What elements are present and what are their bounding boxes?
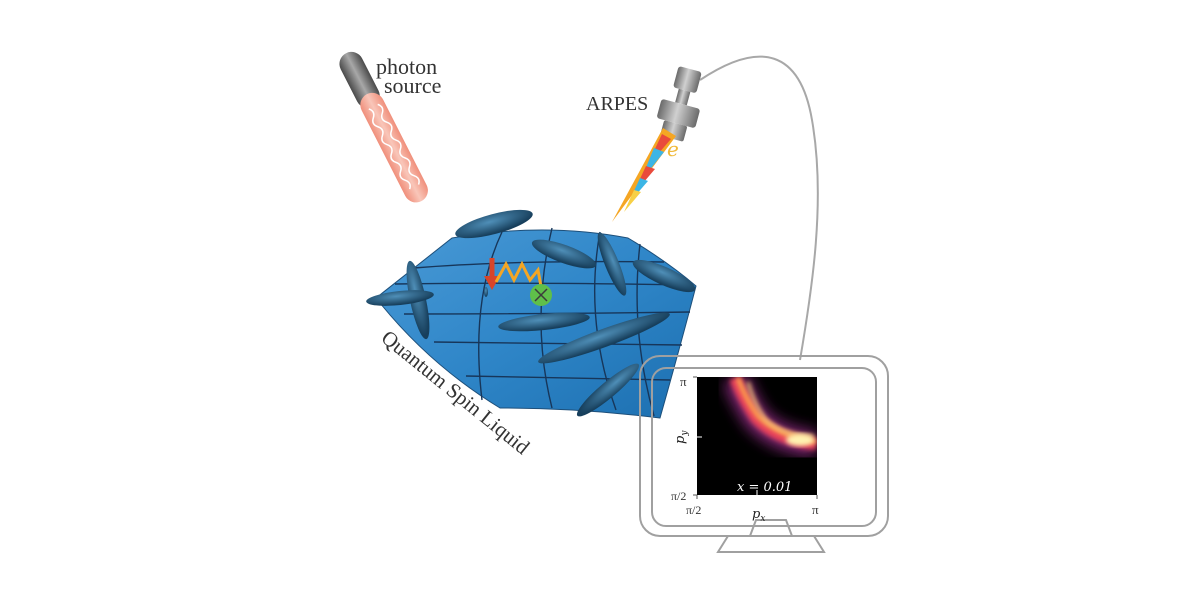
x-axis-label-subscript: x (760, 514, 765, 524)
photon-wave-icon (377, 103, 420, 185)
arpes-cable (699, 55, 819, 361)
arpes-label: ARPES (586, 93, 648, 115)
photon-source-tube (360, 92, 428, 203)
electron-symbol: e (667, 137, 679, 161)
arpes-detector: ARPES e (586, 66, 702, 222)
x-tick-left: π/2 (686, 503, 701, 517)
photon-source-label-line2: source (384, 73, 441, 98)
monitor-inner-frame (651, 367, 877, 527)
photon-wave-icon (368, 108, 411, 190)
svg-text:px: px (752, 507, 765, 524)
x-tick-right: π (812, 502, 819, 517)
photon-source-label-line1: photon (376, 54, 437, 79)
monitor: π π/2 py π/2 π px x = 0.01 (639, 355, 889, 553)
holon-marker-icon (530, 284, 552, 306)
y-tick-bottom: π/2 (671, 489, 686, 503)
y-axis-label-subscript: y (680, 430, 690, 437)
arpes-spectrum-plot: π π/2 py π/2 π px x = 0.01 (671, 374, 819, 524)
monitor-neck (749, 519, 793, 537)
svg-text:py: py (673, 430, 690, 444)
y-axis-label-p: p (673, 435, 688, 444)
monitor-stand (716, 535, 826, 553)
doping-annotation: x = 0.01 (737, 480, 792, 495)
monitor-outer-frame (639, 355, 889, 537)
photon-source: photon source (339, 51, 441, 203)
y-axis-label: py (673, 430, 690, 444)
y-tick-top: π (680, 374, 687, 389)
zigzag-string (494, 260, 544, 293)
spin-liquid-lattice: Quantum Spin Liquid (366, 209, 697, 459)
spinon-bonds (366, 209, 696, 417)
x-axis-label-p: p (752, 507, 761, 522)
